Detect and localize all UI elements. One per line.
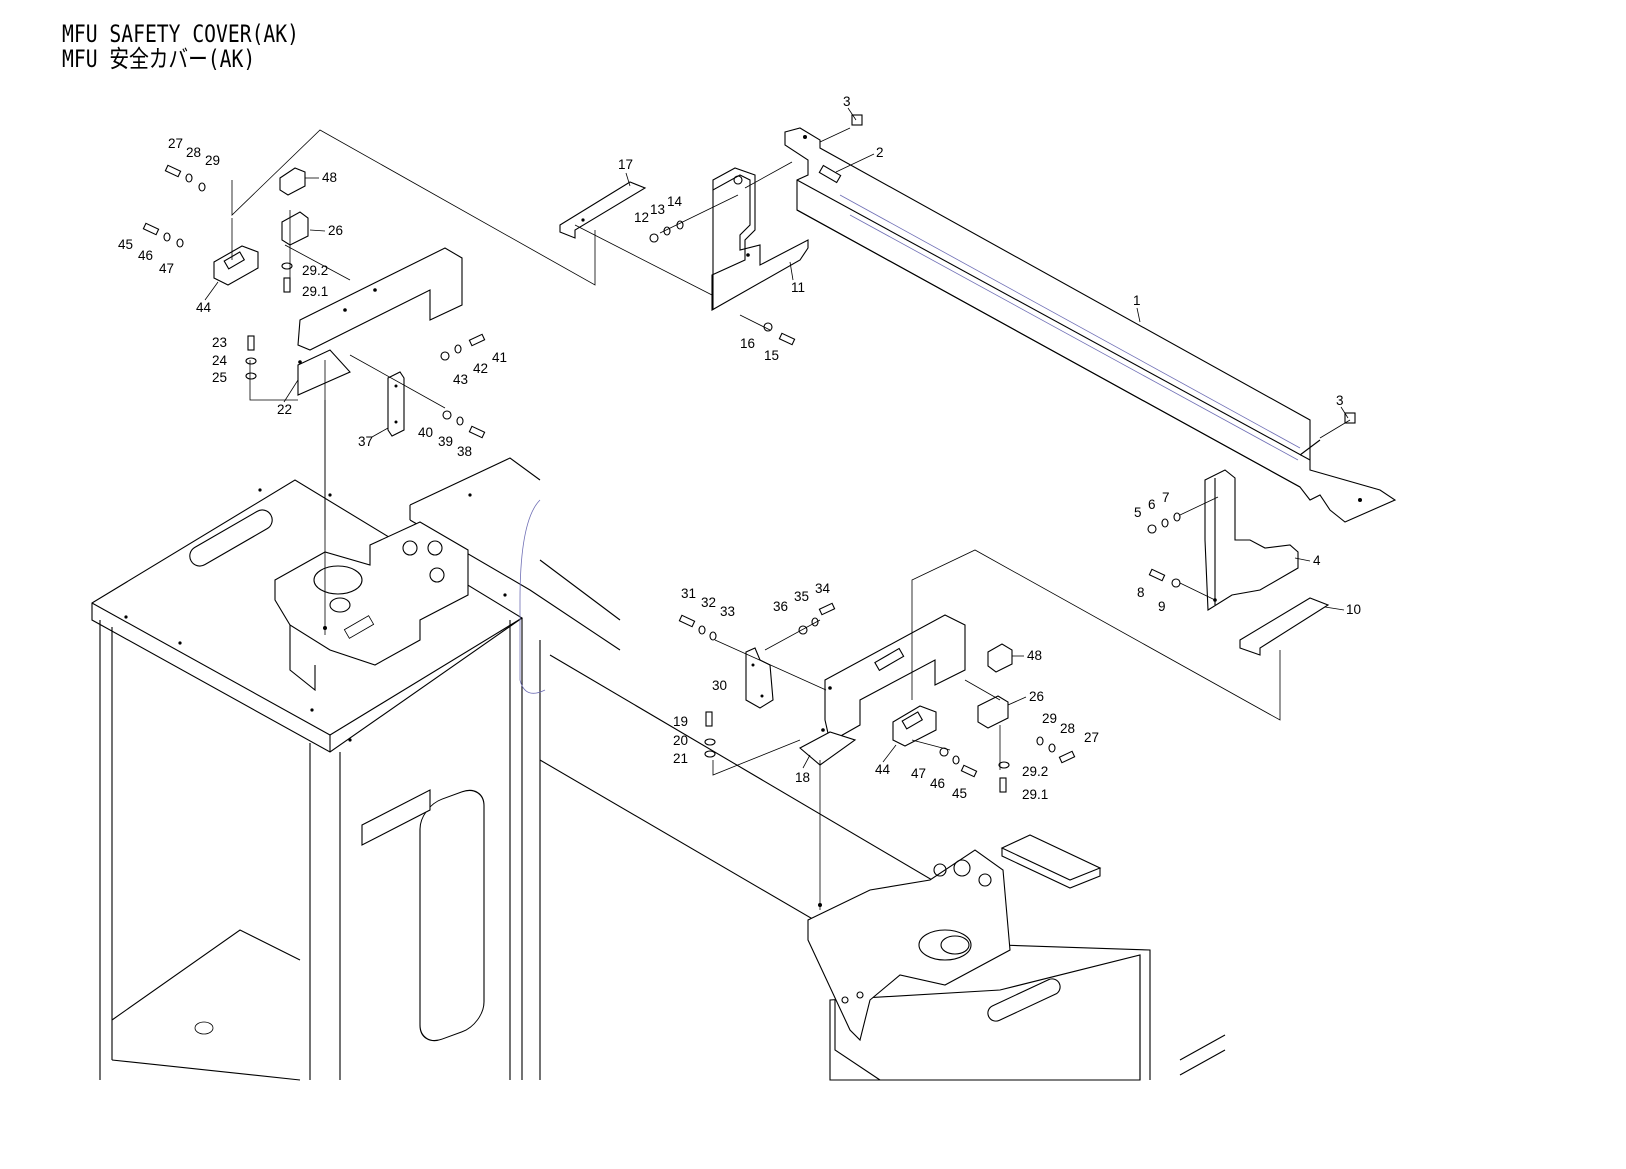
- callout-3-right: 3: [1336, 393, 1344, 408]
- callout-40: 40: [418, 425, 433, 440]
- bracket-part-18: [800, 615, 965, 765]
- callout-20: 20: [673, 733, 688, 748]
- callout-44-lower: 44: [875, 762, 891, 777]
- callout-37: 37: [358, 434, 373, 449]
- callout-1: 1: [1133, 293, 1141, 308]
- callout-48-upper: 48: [322, 170, 337, 185]
- right-machine-frame: [808, 835, 1225, 1080]
- callout-48-lower: 48: [1027, 648, 1042, 663]
- callout-25: 25: [212, 370, 227, 385]
- callout-45-upper: 45: [118, 237, 133, 252]
- callout-26-upper: 26: [328, 223, 343, 238]
- callout-2: 2: [876, 145, 884, 160]
- callout-46-upper: 46: [138, 248, 153, 263]
- callout-21: 21: [673, 751, 688, 766]
- callout-16: 16: [740, 336, 755, 351]
- bracket-part-37: [388, 372, 404, 436]
- callout-14: 14: [667, 194, 683, 209]
- callout-7: 7: [1162, 490, 1170, 505]
- callout-19: 19: [673, 714, 688, 729]
- callout-28-upper: 28: [186, 145, 201, 160]
- callout-47-lower: 47: [911, 766, 926, 781]
- callout-6: 6: [1148, 497, 1156, 512]
- callout-29-1-lower: 29.1: [1022, 787, 1048, 802]
- callout-41: 41: [492, 350, 507, 365]
- callout-30: 30: [712, 678, 727, 693]
- callout-15: 15: [764, 348, 779, 363]
- callout-18: 18: [795, 770, 810, 785]
- callout-13: 13: [650, 202, 665, 217]
- callout-31: 31: [681, 586, 696, 601]
- callout-45-lower: 45: [952, 786, 967, 801]
- callout-47-upper: 47: [159, 261, 174, 276]
- callout-23: 23: [212, 335, 227, 350]
- callout-17: 17: [618, 157, 633, 172]
- callout-8: 8: [1137, 585, 1145, 600]
- callout-29-upper: 29: [205, 153, 220, 168]
- callout-29-2-upper: 29.2: [302, 263, 328, 278]
- callout-29-lower: 29: [1042, 711, 1057, 726]
- bracket-part-4: [1205, 470, 1298, 610]
- callout-27-lower: 27: [1084, 730, 1099, 745]
- callout-5: 5: [1134, 505, 1142, 520]
- callout-46-lower: 46: [930, 776, 945, 791]
- callout-12: 12: [634, 210, 649, 225]
- callout-42: 42: [473, 361, 488, 376]
- callout-39: 39: [438, 434, 453, 449]
- callout-24: 24: [212, 353, 228, 368]
- main-cover-part-1: [785, 128, 1395, 522]
- callout-44-upper: 44: [196, 300, 212, 315]
- assembly-lines: [232, 128, 1350, 910]
- callout-43: 43: [453, 372, 468, 387]
- callout-29-2-lower: 29.2: [1022, 764, 1048, 779]
- callout-32: 32: [701, 595, 716, 610]
- switch-assembly-upper: [214, 168, 308, 285]
- callout-27-upper: 27: [168, 136, 183, 151]
- callout-4: 4: [1313, 553, 1321, 568]
- callout-11: 11: [791, 280, 805, 295]
- callout-22: 22: [277, 402, 292, 417]
- callout-29-1-upper: 29.1: [302, 284, 328, 299]
- bracket-part-10: [1240, 598, 1328, 655]
- callout-9: 9: [1158, 599, 1166, 614]
- callout-26-lower: 26: [1029, 689, 1044, 704]
- callout-28-lower: 28: [1060, 721, 1075, 736]
- bracket-part-17: [560, 182, 645, 238]
- callout-36: 36: [773, 599, 788, 614]
- callout-38: 38: [457, 444, 472, 459]
- callout-35: 35: [794, 589, 809, 604]
- callout-33: 33: [720, 604, 735, 619]
- callout-34: 34: [815, 581, 831, 596]
- callout-10: 10: [1346, 602, 1361, 617]
- callout-3-top: 3: [843, 94, 851, 109]
- bracket-part-30: [746, 648, 773, 708]
